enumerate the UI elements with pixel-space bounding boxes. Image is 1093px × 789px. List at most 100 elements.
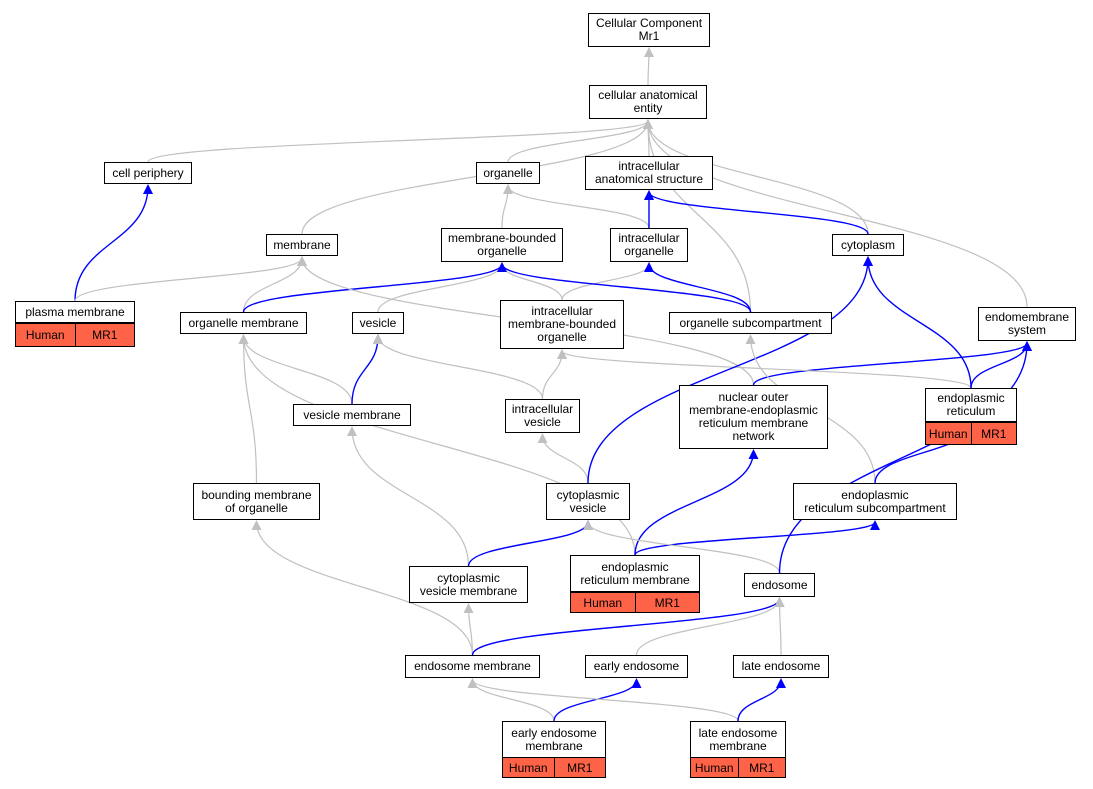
term-nuclear-outer-membrane-er-network[interactable]: nuclear outer membrane-endoplasmic retic…	[679, 385, 828, 449]
term-membrane-bounded-organelle[interactable]: membrane-bounded organelle	[441, 228, 563, 262]
term-label: early endosome	[593, 659, 680, 673]
edge-er-to-imbo	[557, 349, 972, 389]
term-organelle-subcompartment[interactable]: organelle subcompartment	[669, 312, 832, 334]
term-late-endosome[interactable]: late endosome	[733, 655, 829, 678]
annotation-species: Human	[508, 760, 548, 775]
annotation-early-endosome-membrane[interactable]: Human MR1	[502, 757, 606, 778]
term-label: cell periphery	[112, 165, 184, 180]
term-organelle-membrane[interactable]: organelle membrane	[180, 312, 307, 334]
edge-cae-to-root	[643, 47, 654, 86]
term-label: membrane	[273, 237, 331, 252]
term-endosome-membrane[interactable]: endosome membrane	[405, 655, 540, 678]
edge-pm-to-periphery	[74, 184, 153, 302]
edge-endosome-to-ems	[778, 341, 1032, 574]
edge-om-to-membrane	[242, 256, 307, 313]
edge-er-to-ems	[970, 341, 1032, 389]
term-label: organelle subcompartment	[679, 315, 822, 330]
edge-erm-to-om	[238, 334, 636, 556]
edge-os-to-io	[644, 262, 752, 313]
term-label: endoplasmic reticulum subcompartment	[804, 487, 946, 515]
edge-cvm-to-vm	[347, 426, 470, 567]
edge-vesicle-to-mbo	[377, 262, 507, 313]
edge-endm-to-cvm	[463, 603, 474, 656]
edge-cytoplasm-to-cae	[643, 119, 869, 235]
term-vesicle[interactable]: vesicle	[352, 312, 404, 334]
term-late-endosome-membrane[interactable]: late endosome membrane	[690, 721, 786, 758]
term-intracellular-vesicle[interactable]: intracellular vesicle	[505, 399, 580, 433]
term-cytoplasmic-vesicle-membrane[interactable]: cytoplasmic vesicle membrane	[409, 566, 528, 603]
term-organelle[interactable]: organelle	[476, 162, 540, 184]
term-endosome[interactable]: endosome	[744, 573, 815, 597]
term-early-endosome[interactable]: early endosome	[585, 655, 688, 678]
edge-eem-to-ee	[553, 678, 642, 722]
term-label: cytoplasmic vesicle membrane	[419, 570, 518, 598]
edge-mbo-to-organelle	[501, 184, 513, 229]
term-intracellular-organelle[interactable]: intracellular organelle	[610, 228, 688, 262]
term-endoplasmic-reticulum[interactable]: endoplasmic reticulum	[925, 388, 1017, 422]
term-label: bounding membrane of organelle	[201, 487, 312, 515]
term-label: organelle	[483, 165, 533, 180]
annotation-endoplasmic-reticulum[interactable]: Human MR1	[925, 422, 1017, 445]
annotation-species: Human	[25, 328, 65, 342]
edge-nom-to-ems	[752, 341, 1032, 386]
term-label: intracellular anatomical structure	[594, 159, 704, 186]
term-label: cellular anatomical entity	[598, 88, 698, 115]
term-label: endosome	[751, 577, 808, 592]
term-endomembrane-system[interactable]: endomembrane system	[978, 307, 1076, 341]
edge-vm-to-vesicle	[351, 334, 383, 405]
term-intracellular-membrane-bounded-organelle[interactable]: intracellular membrane-bounded organelle	[500, 300, 624, 349]
term-label: late endosome	[741, 659, 821, 673]
annotation-species: Human	[694, 760, 734, 775]
edge-cv-to-cytoplasm	[587, 256, 873, 484]
term-early-endosome-membrane[interactable]: early endosome membrane	[502, 721, 606, 758]
edge-layer	[74, 47, 1032, 722]
edge-ee-to-endosome	[635, 597, 785, 656]
term-endoplasmic-reticulum-subcompartment[interactable]: endoplasmic reticulum subcompartment	[793, 483, 957, 520]
term-label: late endosome membrane	[698, 725, 778, 753]
term-plasma-membrane[interactable]: plasma membrane	[15, 301, 135, 323]
term-label: plasma membrane	[25, 304, 125, 319]
term-membrane[interactable]: membrane	[266, 234, 338, 256]
term-cell-periphery[interactable]: cell periphery	[104, 162, 192, 184]
edge-endm-to-bmo	[251, 520, 474, 656]
annotation-plasma-membrane[interactable]: Human MR1	[15, 323, 135, 347]
annotation-species: Human	[928, 426, 968, 441]
edge-organelle-to-cae	[507, 119, 653, 163]
edge-vm-to-om	[238, 334, 353, 405]
term-label: endomembrane system	[984, 310, 1070, 337]
term-cytoplasm[interactable]: cytoplasm	[832, 234, 904, 256]
term-label: organelle membrane	[188, 315, 299, 330]
term-endoplasmic-reticulum-membrane[interactable]: endoplasmic reticulum membrane	[570, 555, 700, 592]
edge-imbo-to-mbo	[497, 262, 563, 301]
edge-pm-to-membrane	[74, 256, 307, 302]
edge-om-to-mbo	[242, 262, 507, 313]
annotation-gene: MR1	[553, 758, 606, 777]
edge-er-to-cytoplasm	[863, 256, 972, 389]
annotation-gene: MR1	[970, 423, 1017, 444]
term-cellular-component-root[interactable]: Cellular Component Mr1	[588, 13, 710, 47]
edge-cytoplasm-to-ias	[644, 190, 869, 235]
edge-lem-to-endm	[467, 678, 739, 722]
term-label: membrane-bounded organelle	[447, 231, 557, 258]
term-cellular-anatomical-entity[interactable]: cellular anatomical entity	[589, 85, 707, 119]
term-cytoplasmic-vesicle[interactable]: cytoplasmic vesicle	[546, 483, 630, 520]
term-label: endoplasmic reticulum membrane	[580, 559, 690, 587]
edge-bmo-to-om	[238, 334, 258, 484]
term-bounding-membrane-of-organelle[interactable]: bounding membrane of organelle	[193, 483, 320, 520]
edge-periphery-to-cae	[147, 119, 653, 163]
edge-cv-to-iv	[537, 433, 589, 484]
edge-endm-to-endosome	[471, 597, 785, 656]
term-label: vesicle	[359, 315, 397, 330]
edge-lem-to-le	[737, 678, 786, 722]
edge-erm-to-nom	[634, 449, 759, 556]
term-vesicle-membrane[interactable]: vesicle membrane	[293, 404, 411, 426]
edge-io-to-organelle	[503, 184, 650, 229]
term-intracellular-anatomical-structure[interactable]: intracellular anatomical structure	[585, 156, 713, 190]
term-label: early endosome membrane	[511, 725, 597, 753]
term-label: endoplasmic reticulum	[937, 391, 1005, 418]
annotation-endoplasmic-reticulum-membrane[interactable]: Human MR1	[570, 592, 700, 613]
term-label: nuclear outer membrane-endoplasmic retic…	[689, 390, 818, 443]
annotation-late-endosome-membrane[interactable]: Human MR1	[690, 757, 786, 778]
edge-os-to-mbo	[497, 262, 752, 313]
